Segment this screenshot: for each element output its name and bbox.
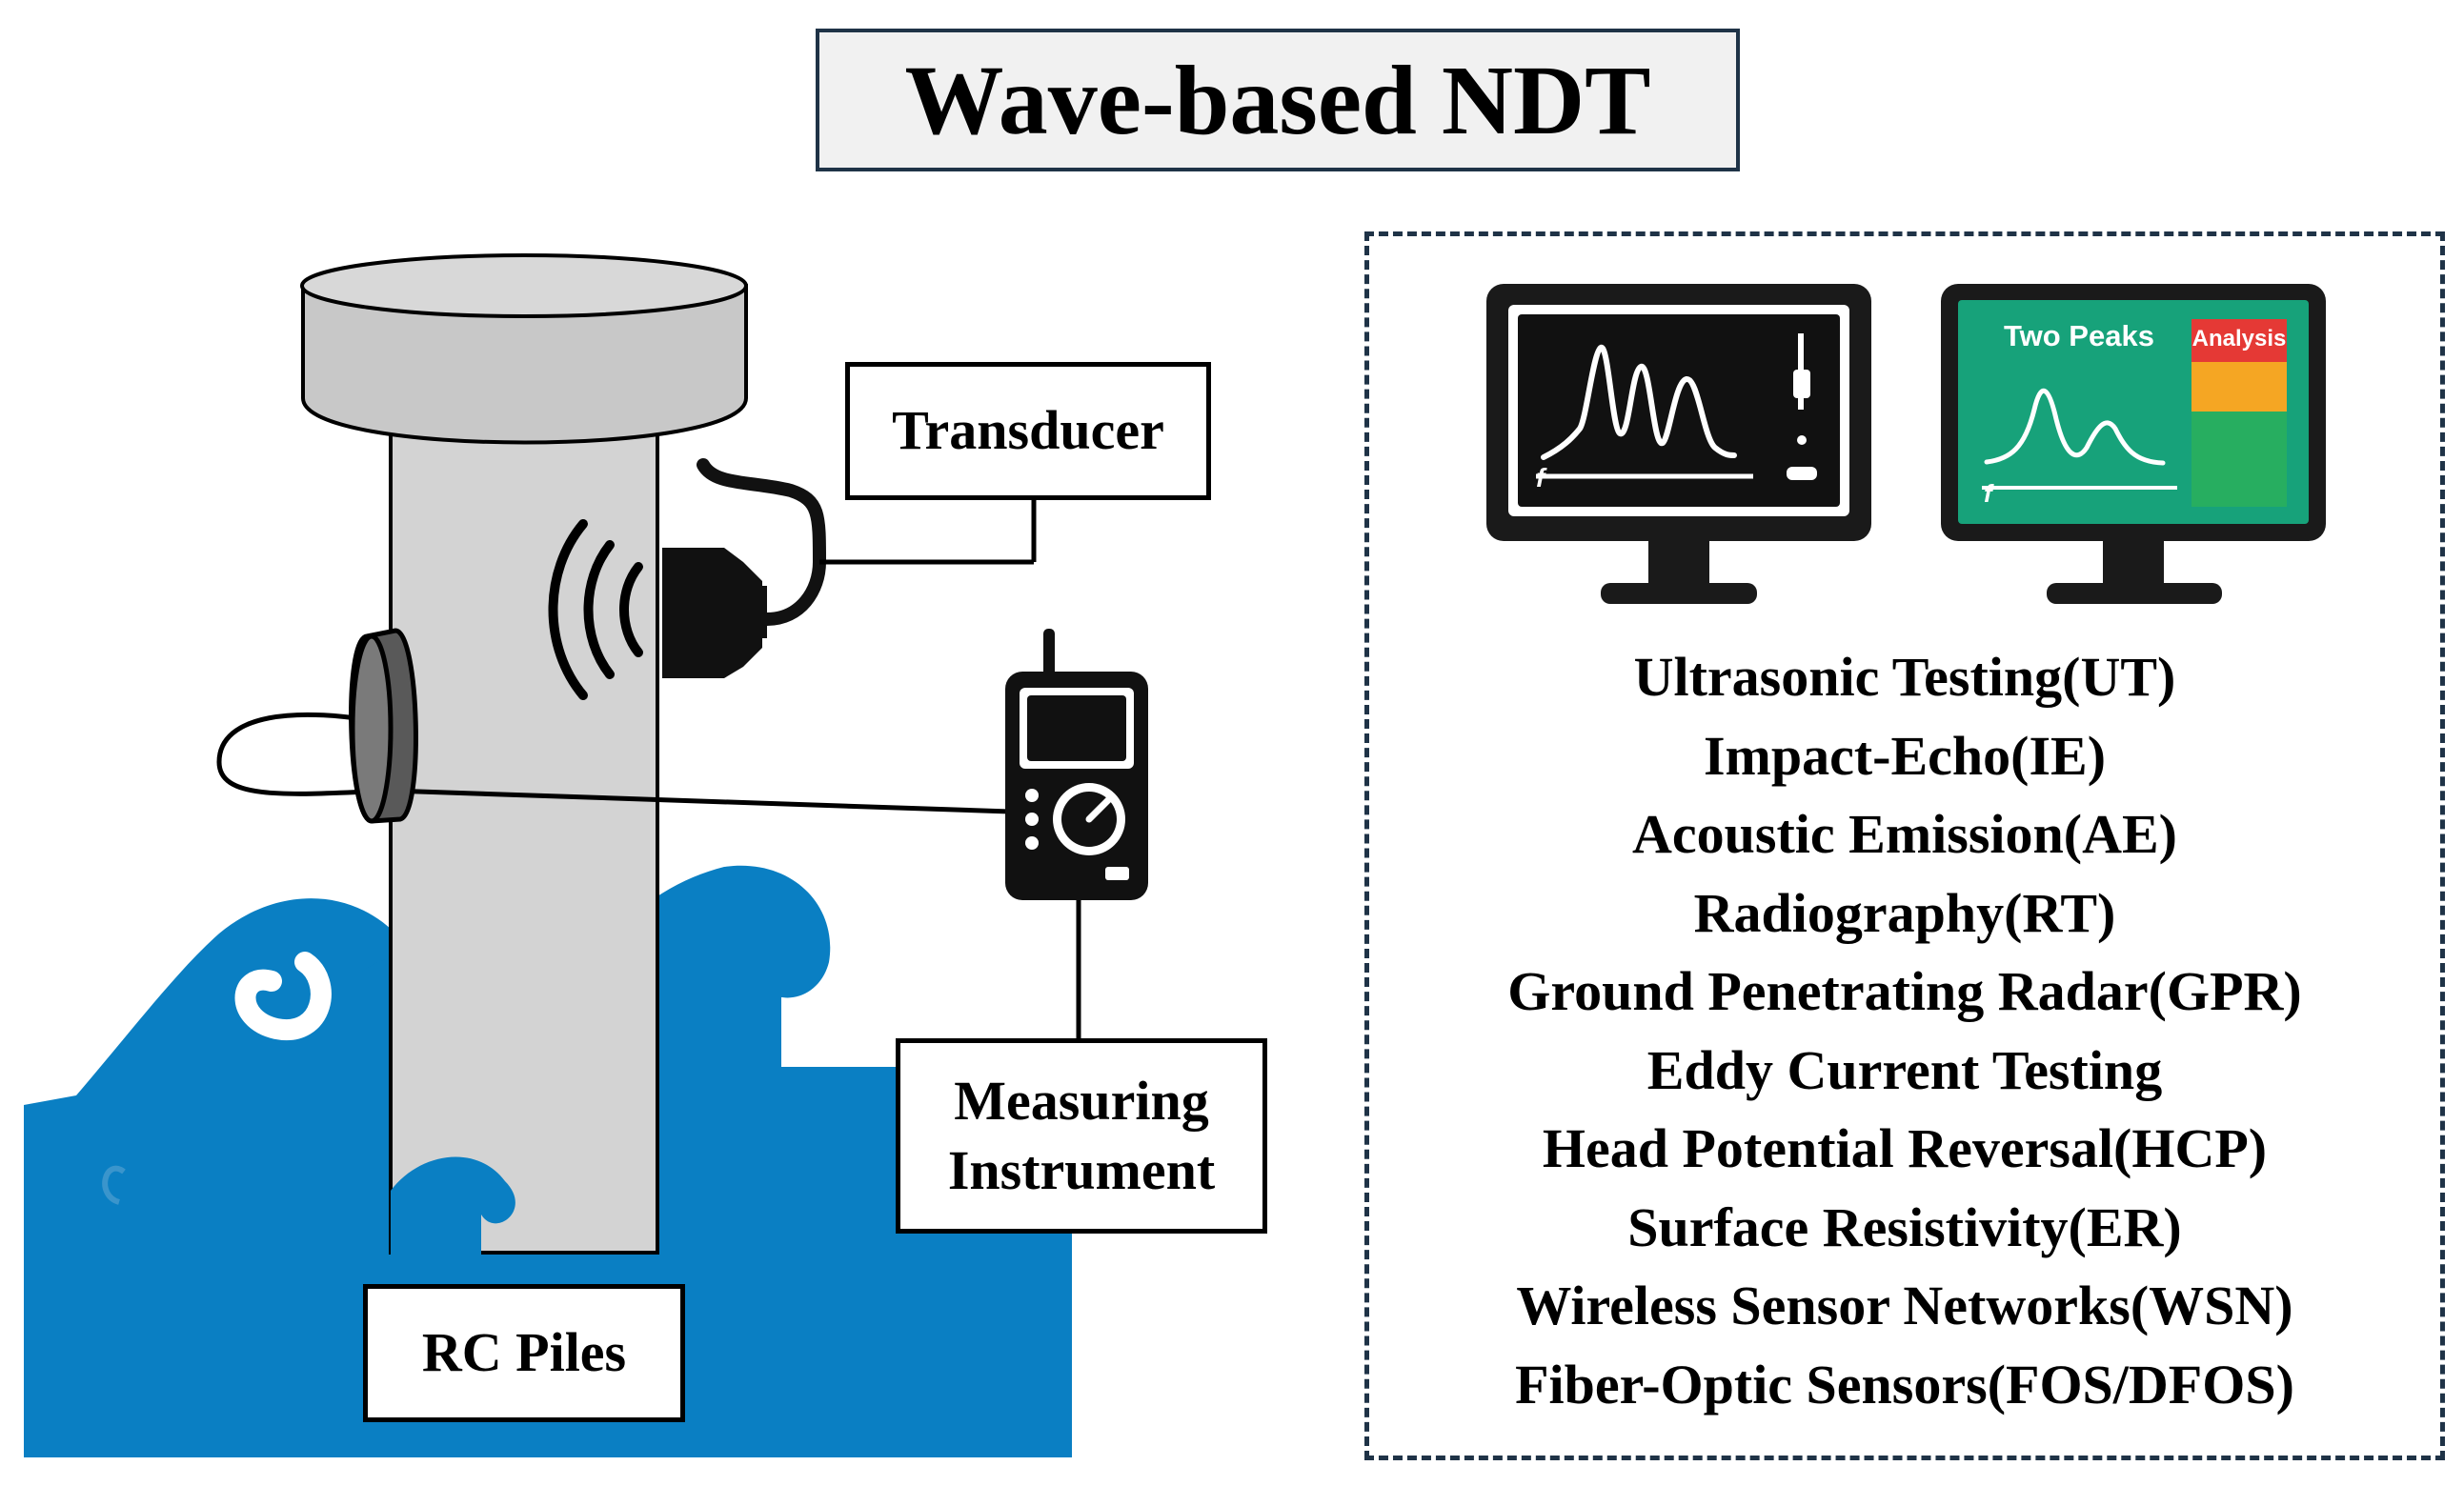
monitor-left-icon — [1486, 284, 1871, 604]
monitor-right-icon — [1941, 284, 2326, 604]
method-item: Acoustic Emission(AE) — [1632, 803, 2177, 865]
monitor-right-axis-symbol: f — [1984, 479, 1992, 508]
transducer-label: Transducer — [845, 362, 1211, 500]
transducer-device — [662, 458, 1037, 678]
disk-sensor — [216, 628, 1011, 824]
measuring-label-line1: Measuring — [954, 1070, 1209, 1132]
method-item: Head Potential Reversal(HCP) — [1542, 1117, 2268, 1179]
methods-list: Ultrasonic Testing(UT) Impact-Echo(IE) A… — [1364, 638, 2445, 1424]
method-item: Impact-Echo(IE) — [1703, 724, 2107, 787]
water-overlay — [391, 1156, 515, 1267]
measuring-label-line2: Instrument — [947, 1138, 1216, 1201]
monitor-left-axis-symbol: f — [1536, 463, 1545, 492]
measuring-instrument-label: Measuring Instrument — [896, 1038, 1267, 1234]
method-item: Ultrasonic Testing(UT) — [1633, 646, 2176, 708]
measuring-instrument-icon — [1005, 629, 1148, 1038]
methods-panel — [1364, 231, 2445, 1460]
method-item: Wireless Sensor Networks(WSN) — [1516, 1275, 2293, 1336]
method-item: Radiography(RT) — [1693, 881, 2116, 944]
rc-pile — [300, 253, 748, 1255]
method-item: Eddy Current Testing — [1646, 1038, 2163, 1101]
wave-signal-icon — [548, 519, 643, 700]
method-item: Ground Penetrating Radar(GPR) — [1507, 960, 2302, 1022]
method-item: Fiber-Optic Sensors(FOS/DFOS) — [1515, 1353, 2294, 1416]
method-item: Surface Resistivity(ER) — [1627, 1195, 2182, 1258]
monitor-caption: Two Peaks — [2004, 319, 2154, 352]
diagram-title: Wave-based NDT — [816, 29, 1740, 171]
rc-piles-label: RC Piles — [363, 1284, 685, 1422]
analysis-badge: Analysis — [2191, 326, 2287, 351]
